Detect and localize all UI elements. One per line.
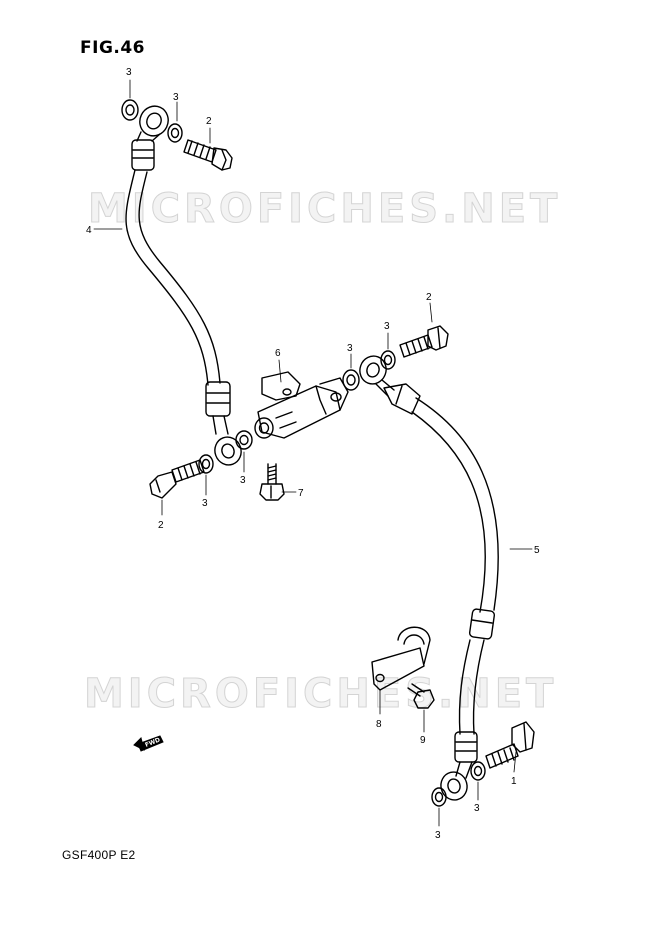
callout-3: 3 bbox=[435, 830, 441, 841]
leader-lines bbox=[93, 79, 533, 827]
callout-2: 2 bbox=[426, 292, 432, 303]
callout-3: 3 bbox=[202, 498, 208, 509]
callout-2: 2 bbox=[158, 520, 164, 531]
washer-top-mid bbox=[167, 123, 183, 143]
forward-direction-badge: FWD bbox=[133, 735, 164, 752]
clamp-bolt-9 bbox=[407, 683, 435, 709]
brake-hose-joint bbox=[254, 371, 349, 439]
callout-3: 3 bbox=[126, 67, 132, 78]
callout-7: 7 bbox=[298, 488, 304, 499]
washer-mid-a bbox=[342, 369, 360, 391]
washer-top-left bbox=[121, 99, 139, 121]
brake-hose-lower bbox=[359, 355, 499, 801]
callout-1: 1 bbox=[511, 776, 517, 787]
callout-3: 3 bbox=[347, 343, 353, 354]
model-code: GSF400P E2 bbox=[62, 848, 136, 862]
callout-4: 4 bbox=[86, 225, 92, 236]
callout-5: 5 bbox=[534, 545, 540, 556]
union-bolt-left bbox=[149, 459, 205, 499]
callout-3: 3 bbox=[240, 475, 246, 486]
figure-title: FIG.46 bbox=[80, 38, 146, 58]
watermark-lower: MICROFICHES.NET bbox=[84, 671, 557, 717]
watermark-upper: MICROFICHES.NET bbox=[88, 186, 561, 232]
callout-2: 2 bbox=[206, 116, 212, 127]
union-bolt-right bbox=[399, 325, 449, 358]
callout-6: 6 bbox=[275, 348, 281, 359]
fwd-label: FWD bbox=[144, 736, 161, 748]
washer-bottom bbox=[431, 787, 447, 807]
hose-clamp bbox=[371, 626, 431, 691]
washer-mid-b bbox=[380, 350, 396, 370]
callout-9: 9 bbox=[420, 735, 426, 746]
washer-left-low bbox=[198, 454, 214, 474]
callout-3: 3 bbox=[173, 92, 179, 103]
callout-3: 3 bbox=[384, 321, 390, 332]
union-bolt-upper bbox=[183, 139, 233, 171]
mounting-bolt-7 bbox=[259, 463, 285, 501]
washer-bottom-right bbox=[470, 761, 486, 781]
union-bolt-lower bbox=[485, 721, 535, 769]
callout-3: 3 bbox=[474, 803, 480, 814]
brake-hose-upper bbox=[125, 105, 242, 466]
callout-8: 8 bbox=[376, 719, 382, 730]
washer-left-joint bbox=[235, 430, 253, 450]
